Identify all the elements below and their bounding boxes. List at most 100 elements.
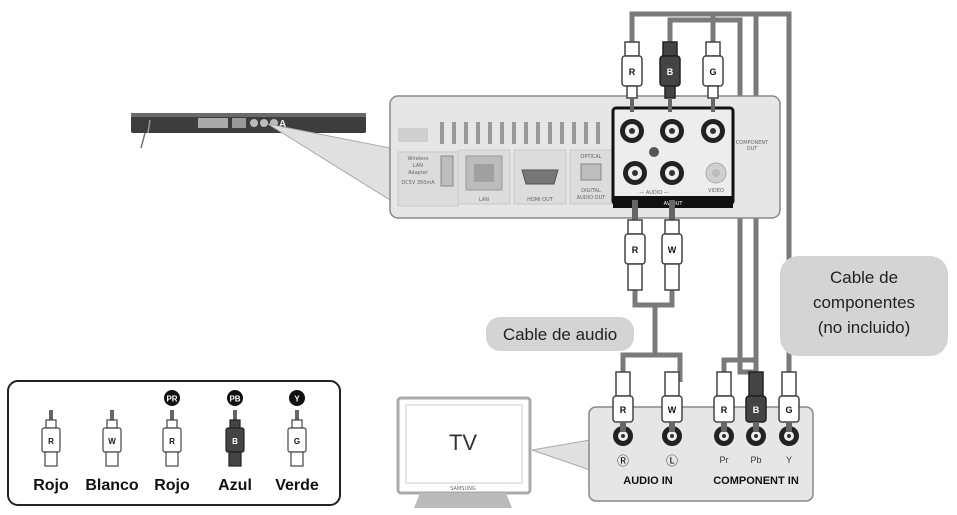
audio-cable-bubble: Cable de audio xyxy=(486,317,634,351)
legend-item: Y G Verde xyxy=(275,390,319,494)
tv-plug-component-g: G xyxy=(778,371,800,432)
plug-letter: R xyxy=(629,67,636,77)
plug-r-audio: R xyxy=(624,200,646,291)
digital-audio-label-2: AUDIO OUT xyxy=(577,195,607,201)
legend-plug-letter: G xyxy=(294,437,300,446)
plug-letter: G xyxy=(785,405,792,415)
tv-plug-component-r: R xyxy=(713,371,735,432)
component-cable-label-1: Cable de xyxy=(830,268,898,287)
legend-plug-neck xyxy=(45,419,57,429)
component-cable-label-3: (no incluido) xyxy=(818,318,911,337)
plug-letter: W xyxy=(668,245,677,255)
component-in-label: COMPONENT IN xyxy=(713,475,799,487)
audio-in-label: AUDIO IN xyxy=(623,475,673,487)
legend-plug-letter: B xyxy=(232,437,238,446)
legend-plug-pin xyxy=(233,410,237,422)
legend-plug-tail xyxy=(165,451,179,467)
legend-badge-text: PB xyxy=(229,395,240,404)
tv-plug-audio-w: W xyxy=(661,371,683,432)
wireless-label-4: DC5V 350mA xyxy=(401,180,435,186)
legend-plug-tail xyxy=(44,451,58,467)
plug-b-top: B xyxy=(659,41,681,112)
legend-plug-letter: W xyxy=(108,437,116,446)
video-label: VIDEO xyxy=(708,188,724,194)
legend-plug-tail xyxy=(290,451,304,467)
component-cable-bubble: Cable de componentes (no incluido) xyxy=(780,256,948,356)
legend-badge xyxy=(164,390,180,406)
legend-plug-pin xyxy=(295,410,299,422)
plug-w-audio: W xyxy=(661,200,683,291)
legend-plug-tail xyxy=(105,451,119,467)
zoom-callout xyxy=(267,123,391,201)
player-back-panel: Wireless LAN Adapter DC5V 350mA LAN HDMI… xyxy=(389,95,781,219)
tv-label: TV xyxy=(449,430,477,455)
legend-badge xyxy=(289,390,305,406)
legend-color-name: Rojo xyxy=(33,477,69,494)
legend-color-name: Verde xyxy=(275,477,319,494)
legend-plug-letter: R xyxy=(48,437,54,446)
lan-label: LAN xyxy=(479,197,489,203)
legend-plug-neck xyxy=(166,419,178,429)
component-in-jacks xyxy=(714,426,799,446)
audio-in-jack-label-l: Ⓛ xyxy=(666,454,678,468)
plug-letter: B xyxy=(753,405,760,415)
legend-color-name: Rojo xyxy=(154,477,190,494)
audio-out-jacks xyxy=(623,147,684,185)
wireless-label-3: Adapter xyxy=(408,170,429,176)
optical-label: OPTICAL xyxy=(580,154,601,160)
plug-g-top: G xyxy=(702,41,724,112)
plug-r-top: R xyxy=(621,41,643,112)
top-component-plugs: R B G xyxy=(621,41,724,112)
hdmi-label: HDMI OUT xyxy=(527,197,554,203)
legend-plug-pin xyxy=(170,410,174,422)
legend-item: R Rojo xyxy=(33,410,69,494)
legend-badge-text: PR xyxy=(166,395,177,404)
digital-audio-label-1: DIGITAL xyxy=(581,188,601,194)
legend-badge xyxy=(227,390,243,406)
audio-cable-label: Cable de audio xyxy=(503,325,617,344)
legend-badge-text: Y xyxy=(294,395,300,404)
plug-letter: R xyxy=(632,245,639,255)
tv-brand: SAMSUNG xyxy=(450,486,476,492)
tv-panel-plugs: R W R B G xyxy=(612,371,800,432)
tv-callout xyxy=(531,439,591,471)
legend-plug-neck xyxy=(106,419,118,429)
audio-in-jacks xyxy=(613,426,682,446)
legend-color-name: Azul xyxy=(218,477,252,494)
component-out-jacks xyxy=(620,119,725,143)
tv-plug-component-b: B xyxy=(745,371,767,432)
audio-cables xyxy=(620,290,683,382)
audio-label: — AUDIO — xyxy=(639,190,669,196)
plug-letter: R xyxy=(620,405,627,415)
audio-plugs-player: R W xyxy=(624,200,683,291)
component-cables-lower xyxy=(721,357,759,382)
component-out-label-1: COMPONENT xyxy=(736,140,769,146)
legend-item: W Blanco xyxy=(85,410,139,494)
component-in-jack-label-y: Y xyxy=(786,455,792,465)
component-in-jack-label-pb: Pb xyxy=(750,455,761,465)
wireless-label-1: Wireless xyxy=(408,156,429,162)
plug-letter: W xyxy=(668,405,677,415)
plug-letter: R xyxy=(721,405,728,415)
plug-letter: B xyxy=(667,67,674,77)
legend-plug-neck xyxy=(229,419,241,429)
legend-plug-pin xyxy=(49,410,53,422)
wireless-label-2: LAN xyxy=(413,163,423,169)
legend-plug-tail xyxy=(228,451,242,467)
legend-plug-pin xyxy=(110,410,114,422)
legend-plug-neck xyxy=(291,419,303,429)
component-out-label-2: OUT xyxy=(747,146,759,152)
svg-text:A: A xyxy=(279,119,286,130)
plug-letter: G xyxy=(709,67,716,77)
tv: TV SAMSUNG xyxy=(396,396,532,508)
component-in-jack-label-pr: Pr xyxy=(720,455,729,465)
legend-color-name: Blanco xyxy=(85,477,139,494)
component-cable-label-2: componentes xyxy=(813,293,915,312)
legend-item: PB B Azul xyxy=(218,390,252,494)
blu-ray-player: A xyxy=(131,113,366,149)
